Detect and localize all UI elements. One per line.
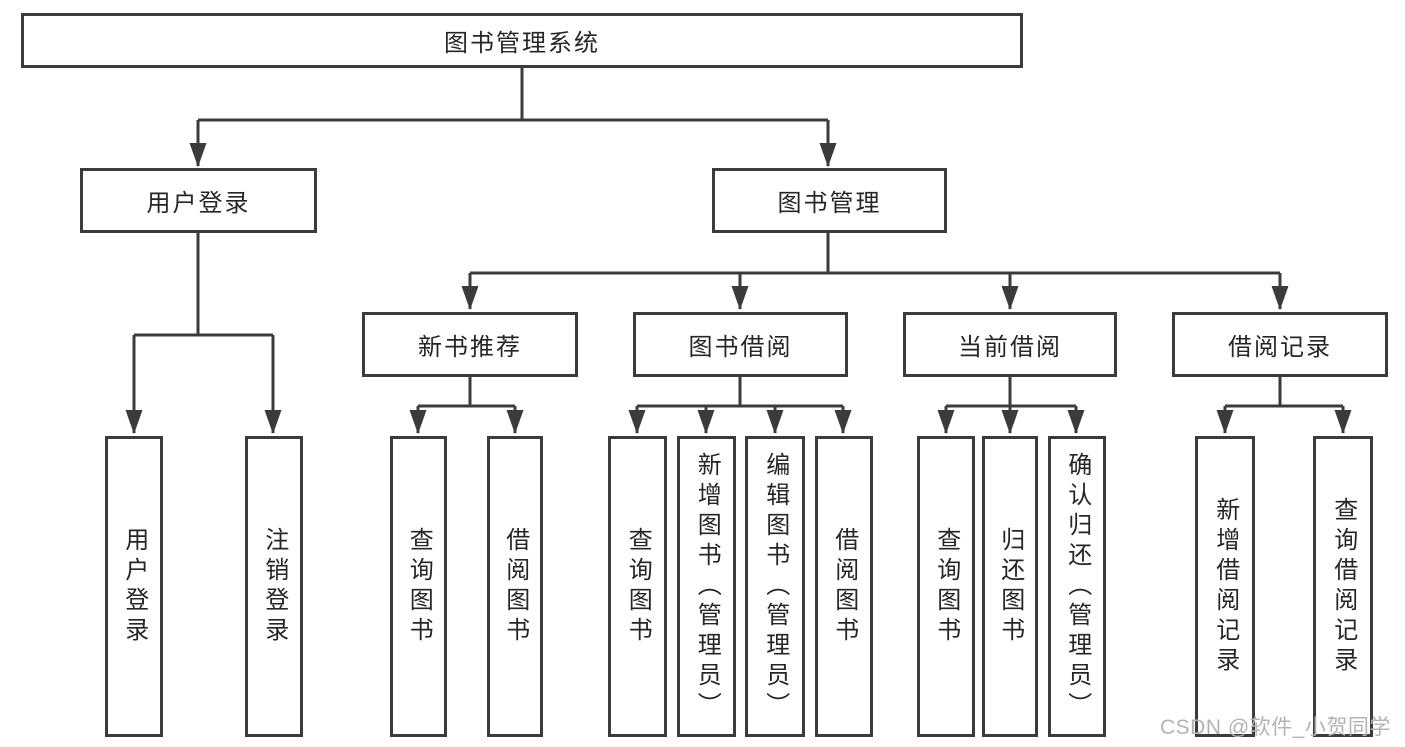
connector-book-borrow-children	[628, 377, 852, 434]
node-current-borrowing: 当前借阅	[903, 312, 1117, 377]
leaf-query-borrow-record: 查询借阅记录	[1313, 436, 1373, 737]
node-new-book-recommendation: 新书推荐	[362, 312, 578, 377]
connector-root-to-level2	[189, 68, 837, 167]
connector-new-book-children	[409, 377, 524, 434]
connector-user-login-children	[125, 232, 282, 434]
node-library-system: 图书管理系统	[21, 13, 1023, 68]
leaf-borrow-books-recommend: 借阅图书	[487, 436, 543, 737]
node-borrowing-records: 借阅记录	[1172, 312, 1388, 377]
leaf-edit-books-admin: 编辑图书（管理员）	[745, 436, 805, 737]
node-book-management: 图书管理	[712, 168, 947, 233]
csdn-watermark: CSDN @软件_小贺同学	[1160, 716, 1391, 739]
node-user-login: 用户登录	[80, 168, 317, 233]
leaf-user-login: 用户登录	[105, 436, 163, 737]
connector-borrow-record-children	[1216, 377, 1352, 434]
leaf-logout: 注销登录	[245, 436, 303, 737]
leaf-add-books-admin: 新增图书（管理员）	[677, 436, 736, 737]
leaf-query-books-recommend: 查询图书	[390, 436, 447, 737]
leaf-return-books: 归还图书	[982, 436, 1038, 737]
connector-book-management-children	[461, 233, 1289, 310]
leaf-query-books-borrow: 查询图书	[608, 436, 667, 737]
leaf-query-books-current: 查询图书	[917, 436, 975, 737]
leaf-borrow-books: 借阅图书	[815, 436, 873, 737]
node-book-borrowing: 图书借阅	[633, 312, 848, 377]
leaf-confirm-return-admin: 确认归还（管理员）	[1048, 436, 1106, 737]
leaf-add-borrow-record: 新增借阅记录	[1195, 436, 1255, 737]
connector-current-borrow-children	[937, 377, 1085, 434]
